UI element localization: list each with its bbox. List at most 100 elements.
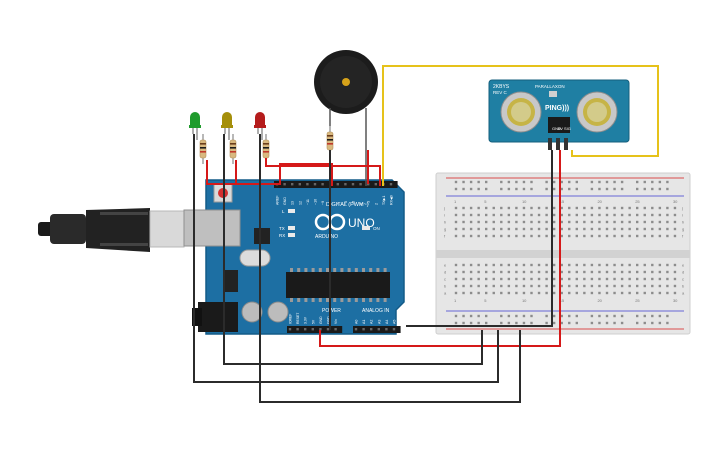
breadboard-hole[interactable] <box>568 220 571 224</box>
breadboard-hole[interactable] <box>454 263 458 267</box>
breadboard-hole[interactable] <box>515 270 518 274</box>
breadboard-hole[interactable] <box>500 213 503 217</box>
breadboard-hole[interactable] <box>590 277 594 281</box>
breadboard-hole[interactable] <box>545 180 548 184</box>
breadboard-hole[interactable] <box>598 180 601 184</box>
breadboard-hole[interactable] <box>613 227 616 231</box>
digital-pin-socket[interactable] <box>367 183 370 186</box>
power-pin-socket[interactable] <box>296 328 299 331</box>
breadboard-hole[interactable] <box>658 263 662 267</box>
breadboard-hole[interactable] <box>590 187 594 191</box>
breadboard-hole[interactable] <box>590 213 594 217</box>
breadboard-hole[interactable] <box>651 187 654 191</box>
breadboard-hole[interactable] <box>620 227 624 231</box>
power-pin-socket[interactable] <box>319 328 322 331</box>
breadboard-hole[interactable] <box>477 284 480 288</box>
breadboard-hole[interactable] <box>560 321 563 325</box>
breadboard-hole[interactable] <box>545 314 548 318</box>
breadboard-hole[interactable] <box>522 314 526 318</box>
digital-pin-socket[interactable] <box>306 183 309 186</box>
breadboard-hole[interactable] <box>658 314 662 318</box>
breadboard-hole[interactable] <box>507 234 511 238</box>
breadboard-hole[interactable] <box>583 234 586 238</box>
breadboard-hole[interactable] <box>666 220 669 224</box>
breadboard-hole[interactable] <box>537 213 541 217</box>
breadboard-hole[interactable] <box>545 234 548 238</box>
breadboard-hole[interactable] <box>666 234 669 238</box>
breadboard-hole[interactable] <box>469 180 473 184</box>
breadboard-hole[interactable] <box>636 213 639 217</box>
digital-pin-socket[interactable] <box>313 183 317 186</box>
breadboard-hole[interactable] <box>598 321 601 325</box>
power-pin-socket[interactable] <box>288 328 292 331</box>
breadboard-hole[interactable] <box>469 234 473 238</box>
breadboard-hole[interactable] <box>522 321 526 325</box>
analog-pin-socket[interactable] <box>362 328 365 331</box>
breadboard-hole[interactable] <box>500 180 503 184</box>
breadboard-hole[interactable] <box>462 284 465 288</box>
digital-pin-socket[interactable] <box>298 183 301 186</box>
breadboard-hole[interactable] <box>477 277 480 281</box>
breadboard-hole[interactable] <box>552 234 556 238</box>
breadboard-hole[interactable] <box>651 234 654 238</box>
breadboard-hole[interactable] <box>590 291 594 295</box>
breadboard-hole[interactable] <box>673 206 677 210</box>
breadboard-hole[interactable] <box>658 220 662 224</box>
breadboard-hole[interactable] <box>583 213 586 217</box>
breadboard-hole[interactable] <box>507 291 511 295</box>
breadboard-hole[interactable] <box>628 284 631 288</box>
breadboard-hole[interactable] <box>575 206 578 210</box>
breadboard-hole[interactable] <box>492 213 495 217</box>
breadboard-hole[interactable] <box>485 277 488 281</box>
breadboard-hole[interactable] <box>552 270 556 274</box>
breadboard-hole[interactable] <box>500 284 503 288</box>
breadboard-hole[interactable] <box>643 284 646 288</box>
breadboard-hole[interactable] <box>485 321 488 325</box>
breadboard-hole[interactable] <box>590 180 594 184</box>
power-pin-socket[interactable] <box>326 328 330 331</box>
breadboard-hole[interactable] <box>598 284 601 288</box>
breadboard-hole[interactable] <box>651 270 654 274</box>
breadboard-hole[interactable] <box>552 314 556 318</box>
breadboard-hole[interactable] <box>605 321 609 325</box>
breadboard-hole[interactable] <box>477 187 480 191</box>
breadboard-hole[interactable] <box>500 206 503 210</box>
breadboard-hole[interactable] <box>530 284 533 288</box>
breadboard-hole[interactable] <box>583 206 586 210</box>
breadboard-hole[interactable] <box>658 321 662 325</box>
breadboard-hole[interactable] <box>515 234 518 238</box>
breadboard-hole[interactable] <box>462 213 465 217</box>
breadboard-hole[interactable] <box>560 220 563 224</box>
breadboard-hole[interactable] <box>545 321 548 325</box>
power-pin-socket[interactable] <box>334 328 337 331</box>
breadboard-hole[interactable] <box>537 206 541 210</box>
breadboard-hole[interactable] <box>658 291 662 295</box>
breadboard-hole[interactable] <box>500 220 503 224</box>
breadboard-hole[interactable] <box>545 263 548 267</box>
breadboard-hole[interactable] <box>628 227 631 231</box>
breadboard-hole[interactable] <box>492 263 495 267</box>
breadboard-hole[interactable] <box>500 263 503 267</box>
breadboard-hole[interactable] <box>454 227 458 231</box>
breadboard-hole[interactable] <box>568 314 571 318</box>
breadboard-hole[interactable] <box>485 263 488 267</box>
breadboard-hole[interactable] <box>568 277 571 281</box>
breadboard-hole[interactable] <box>568 270 571 274</box>
breadboard-hole[interactable] <box>666 321 669 325</box>
breadboard-hole[interactable] <box>568 227 571 231</box>
breadboard-hole[interactable] <box>515 321 518 325</box>
breadboard-hole[interactable] <box>605 227 609 231</box>
breadboard-hole[interactable] <box>575 314 578 318</box>
breadboard-hole[interactable] <box>575 277 578 281</box>
breadboard-hole[interactable] <box>651 206 654 210</box>
breadboard-hole[interactable] <box>643 220 646 224</box>
breadboard-hole[interactable] <box>658 234 662 238</box>
breadboard-hole[interactable] <box>537 220 541 224</box>
breadboard-hole[interactable] <box>522 213 526 217</box>
analog-pin-socket[interactable] <box>354 328 358 331</box>
breadboard-hole[interactable] <box>613 277 616 281</box>
breadboard-hole[interactable] <box>590 321 594 325</box>
breadboard-hole[interactable] <box>560 284 563 288</box>
breadboard-hole[interactable] <box>605 234 609 238</box>
breadboard-hole[interactable] <box>651 277 654 281</box>
